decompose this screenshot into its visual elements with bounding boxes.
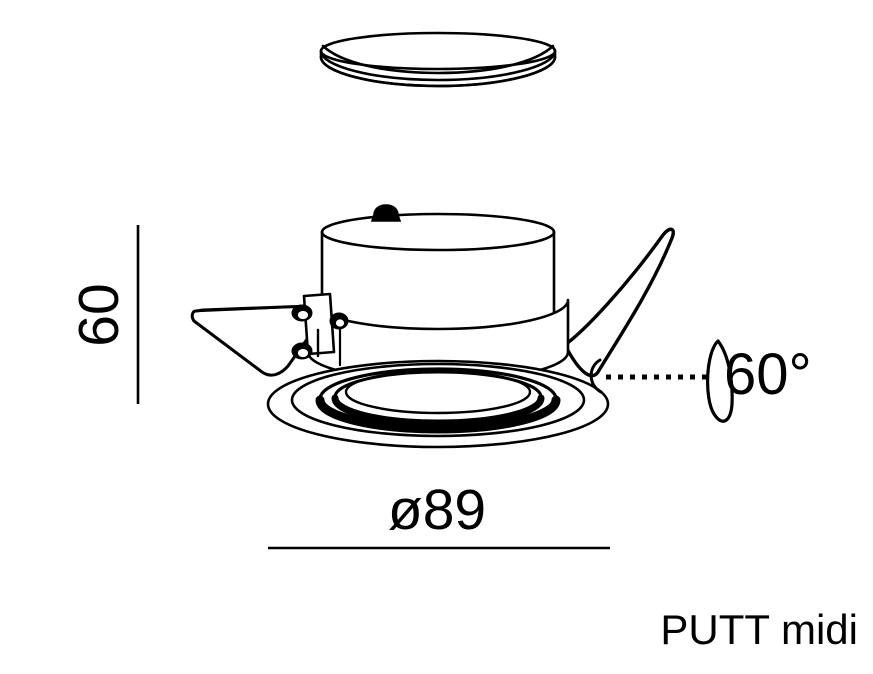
reflector-shadow-band [315, 395, 561, 434]
ring-inner-chamfer [321, 44, 555, 75]
product-name-label: PUTT midi [660, 606, 858, 653]
dimension-height-label: 60 [67, 283, 131, 346]
rivet-lower-left-hole [296, 347, 310, 359]
clip-mount-bracket [302, 292, 336, 356]
tilt-axis-end-arc [589, 358, 603, 394]
dimension-height: 60 [67, 225, 140, 404]
ceiling-trim-ring [319, 31, 557, 88]
clip-pivot-rivets [291, 304, 349, 360]
spring-clip-left-top-edge [194, 304, 312, 313]
spring-clip-left [190, 304, 312, 377]
aperture-opening [344, 369, 532, 415]
housing-top-face [320, 212, 556, 252]
ring-bottom-edge [319, 55, 557, 88]
dimension-tilt-angle: 60° [589, 339, 812, 423]
ring-top-face [319, 31, 557, 71]
dimension-tilt-angle-label: 60° [724, 342, 812, 407]
downlight-fixture [190, 204, 675, 449]
reflector-inner-shadow [331, 394, 545, 427]
rivet-right-hole [334, 317, 346, 329]
top-cable-connector [370, 204, 402, 222]
dimension-diameter-label: ø89 [388, 478, 486, 542]
rivet-upper-left-hole [296, 309, 310, 321]
spring-clip-right [563, 227, 675, 378]
dimension-diameter: ø89 [268, 478, 610, 550]
rotation-arc-indicator [706, 339, 734, 423]
